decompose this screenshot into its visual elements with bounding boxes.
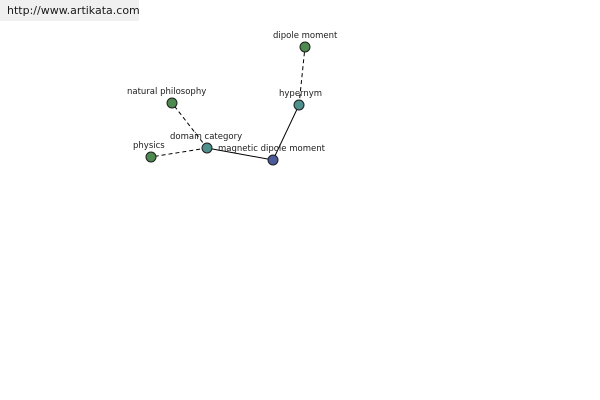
- edges-layer: [150, 46, 306, 161]
- edge-magnetic-dipole-moment-to-hypernym: [272, 104, 300, 161]
- graph-node-domain-category[interactable]: domain category: [170, 132, 242, 154]
- url-banner: http://www.artikata.com: [0, 0, 140, 21]
- node-label-natural-philosophy[interactable]: natural philosophy: [127, 87, 206, 97]
- node-label-magnetic-dipole-moment[interactable]: magnetic dipole moment: [218, 144, 326, 154]
- nodes-layer: magnetic dipole moment hypernym dipole mom…: [127, 31, 338, 166]
- graph-node-dipole-moment[interactable]: dipole moment: [273, 31, 338, 53]
- edge-hypernym-to-dipole-moment: [298, 46, 306, 106]
- node-circle-domain-category[interactable]: [201, 142, 213, 154]
- node-label-domain-category[interactable]: domain category: [170, 132, 242, 142]
- node-circle-magnetic-dipole-moment[interactable]: [267, 154, 279, 166]
- node-circle-hypernym[interactable]: [293, 99, 305, 111]
- graph-node-natural-philosophy[interactable]: natural philosophy: [127, 87, 206, 109]
- graph-node-physics[interactable]: physics: [133, 141, 165, 163]
- graph-node-magnetic-dipole-moment[interactable]: magnetic dipole moment: [218, 144, 326, 166]
- edge-domain-category-to-natural-philosophy: [171, 102, 208, 149]
- edge-domain-category-to-physics: [150, 147, 208, 158]
- node-circle-natural-philosophy[interactable]: [166, 97, 178, 109]
- node-label-dipole-moment[interactable]: dipole moment: [273, 31, 338, 41]
- node-label-physics[interactable]: physics: [133, 141, 165, 151]
- node-circle-dipole-moment[interactable]: [299, 41, 311, 53]
- node-label-hypernym[interactable]: hypernym: [279, 89, 322, 99]
- site-url-link[interactable]: http://www.artikata.com: [7, 4, 140, 17]
- node-circle-physics[interactable]: [145, 151, 157, 163]
- graph-node-hypernym[interactable]: hypernym: [279, 89, 322, 111]
- edge-magnetic-dipole-moment-to-domain-category: [206, 147, 274, 161]
